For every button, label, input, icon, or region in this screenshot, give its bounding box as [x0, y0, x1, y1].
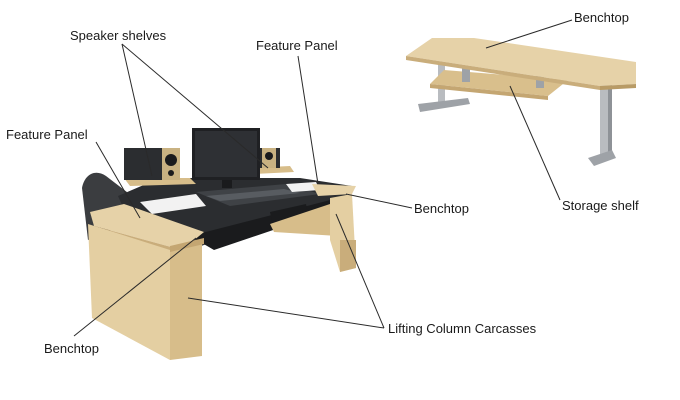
leader-lifting-left	[187, 297, 385, 329]
label-benchtop-mid-right: Benchtop	[414, 201, 469, 216]
desk-foot-front	[588, 150, 616, 166]
label-storage-shelf: Storage shelf	[562, 198, 639, 213]
desk-foot-back	[418, 98, 470, 112]
under-drawer	[270, 204, 308, 222]
accent-panel	[286, 182, 320, 192]
label-benchtop-bottom-left: Benchtop	[44, 341, 99, 356]
desk-leg-front-shade	[608, 84, 612, 158]
label-feature-panel-left: Feature Panel	[6, 127, 88, 142]
label-feature-panel-top: Feature Panel	[256, 38, 338, 53]
accent-panel	[140, 194, 206, 214]
label-lifting-column-carcasses: Lifting Column Carcasses	[388, 321, 537, 336]
lifting-column-right-edge	[340, 240, 356, 272]
studio-desk-illustration	[82, 128, 356, 360]
leader-speaker-shelves-left	[121, 43, 153, 177]
leader-benchtop-top-right	[485, 19, 573, 49]
label-benchtop-top-right: Benchtop	[574, 10, 629, 25]
black-work-surface-front	[190, 196, 350, 250]
benchtop-shape	[406, 38, 636, 86]
benchtop-right-wing	[312, 184, 356, 196]
monitor-stand	[222, 180, 232, 188]
benchtop-left-wing	[90, 204, 204, 250]
leader-storage-shelf	[509, 85, 561, 201]
storage-shelf-edge	[430, 84, 548, 100]
label-speaker-shelves: Speaker shelves	[70, 28, 167, 43]
leader-lifting-right	[335, 213, 385, 329]
leader-benchtop-bottom-left	[73, 237, 197, 337]
speaker-left	[124, 148, 162, 180]
leader-feature-panel-top	[297, 55, 319, 185]
lifting-column-left-front	[170, 244, 202, 360]
monitor-screen-inner	[195, 131, 257, 177]
benchtop-edge-right	[600, 84, 636, 90]
benchtop-edge-front	[406, 56, 600, 90]
speaker-left-tweeter	[168, 170, 174, 176]
leader-feature-panel-left	[95, 141, 141, 219]
control-tray-strip	[206, 189, 300, 201]
leader-speaker-shelves-right	[121, 43, 269, 169]
speaker-left-driver	[165, 154, 177, 166]
leader-benchtop-mid-right	[345, 193, 413, 209]
leader-lines	[73, 19, 573, 337]
lifting-column-right-side	[270, 204, 338, 236]
shelf-support	[462, 66, 470, 82]
speaker-right-driver	[265, 152, 273, 160]
standing-desk-illustration	[406, 38, 636, 166]
